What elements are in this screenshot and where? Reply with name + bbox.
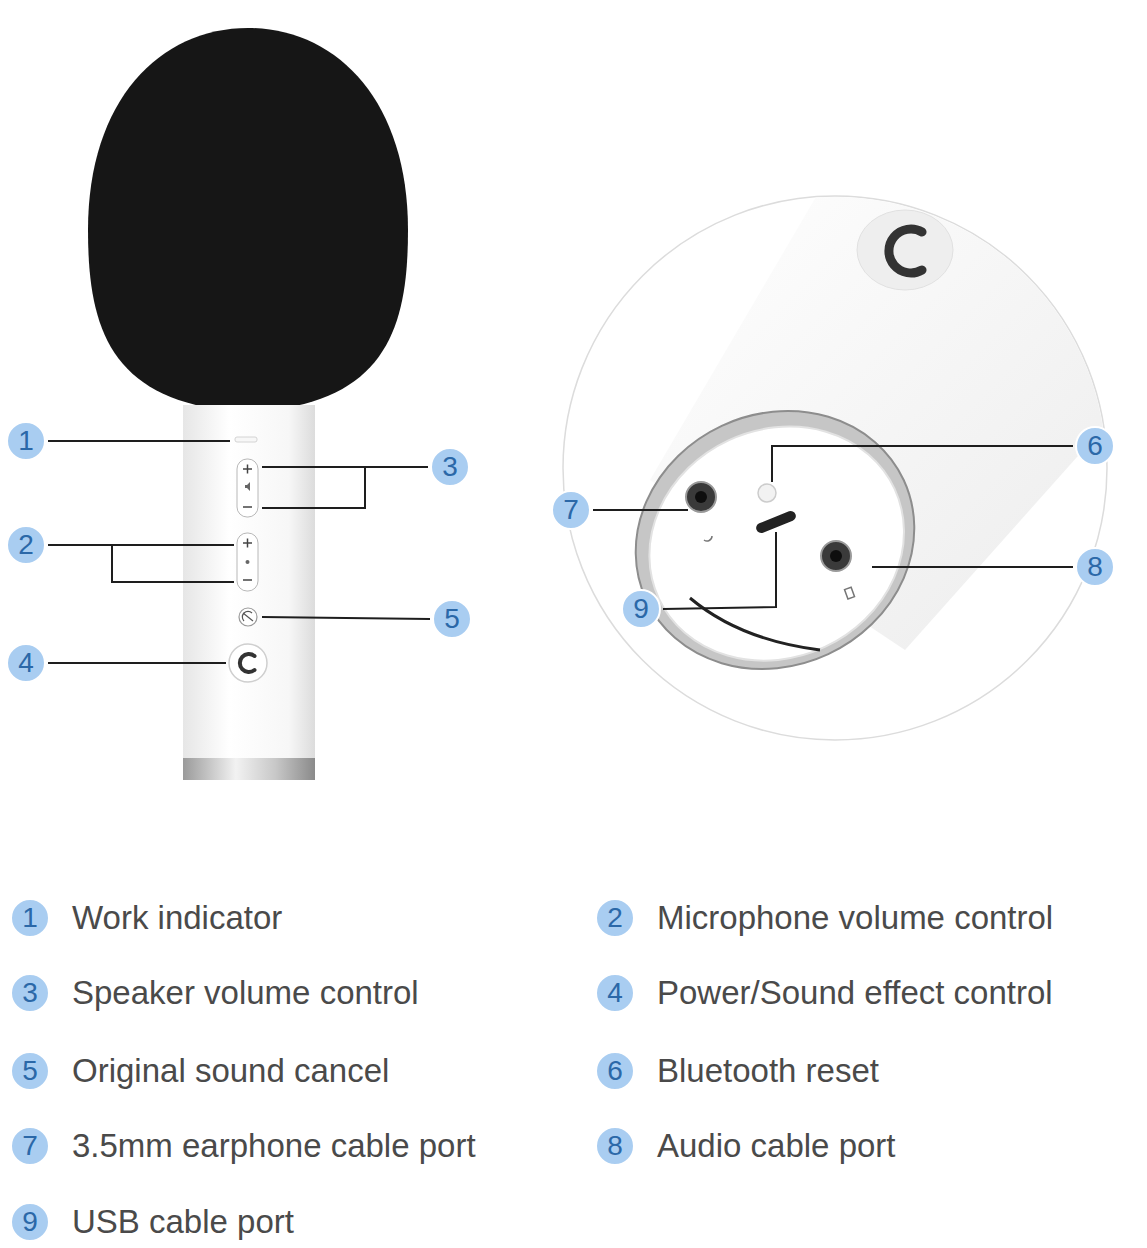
callout-circle: 4 (595, 973, 635, 1013)
callout-number: 4 (18, 649, 34, 677)
reset-button (758, 484, 776, 502)
leader-lines (48, 441, 430, 663)
phone-symbol (845, 587, 855, 599)
callout-number: 9 (633, 595, 649, 623)
part-description: USB cable port (72, 1202, 294, 1242)
callout-number: 2 (607, 904, 623, 932)
callout-number: 2 (6, 525, 46, 565)
callout-number: 8 (1075, 547, 1115, 587)
callout-number: 3 (430, 447, 470, 487)
part-description: Work indicator (72, 898, 282, 938)
callout-number: 8 (1087, 553, 1103, 581)
legend-item: 6 Bluetooth reset (595, 1051, 879, 1091)
callout-number: 1 (22, 904, 38, 932)
callout-number: 7 (563, 496, 579, 524)
legend-item: 5 Original sound cancel (10, 1051, 389, 1091)
minus-symbol (243, 506, 252, 508)
speaker-symbol (245, 482, 250, 491)
earphone-port-hole (695, 491, 707, 503)
callout-circle: 7 (10, 1126, 50, 1166)
callout-number: 3 (442, 453, 458, 481)
callout-number: 3 (22, 979, 38, 1007)
part-description: Power/Sound effect control (657, 973, 1053, 1013)
audio-port (821, 541, 851, 571)
callout-number: 6 (1087, 432, 1103, 460)
part-description: Speaker volume control (72, 973, 419, 1013)
callout-circle: 3 (10, 973, 50, 1013)
callout-number: 5 (432, 599, 472, 639)
face-edge (690, 598, 820, 650)
power-c-symbol (240, 654, 255, 672)
inset-c-symbol (889, 229, 922, 273)
callout-circle: 8 (595, 1126, 635, 1166)
callout-circle: 9 (10, 1202, 50, 1242)
callout-number: 8 (607, 1132, 623, 1160)
callout-number: 9 (22, 1208, 38, 1236)
legend-item: 7 3.5mm earphone cable port (10, 1126, 476, 1166)
callout-circle: 1 (10, 898, 50, 938)
part-description: Original sound cancel (72, 1051, 389, 1091)
part-description: Audio cable port (657, 1126, 896, 1166)
callout-number: 2 (18, 531, 34, 559)
earphone-port (686, 482, 716, 512)
callout-number: 1 (6, 421, 46, 461)
inset-face (611, 385, 943, 702)
legend-item: 1 Work indicator (10, 898, 282, 938)
callout-number: 6 (607, 1057, 623, 1085)
audio-port-hole (830, 550, 842, 562)
legend-item: 9 USB cable port (10, 1202, 294, 1242)
callout-circle: 5 (10, 1051, 50, 1091)
cancel-button (239, 608, 257, 626)
earphone-symbol (704, 536, 712, 541)
callout-number: 4 (607, 979, 623, 1007)
inset-button (857, 210, 953, 290)
mic-symbol (246, 560, 250, 564)
callout-number: 6 (1075, 426, 1115, 466)
power-button (229, 644, 267, 682)
button-pill (237, 533, 258, 591)
handle (183, 405, 315, 765)
handle-ring (183, 758, 315, 780)
inset-rim (593, 366, 957, 714)
minus-symbol (243, 579, 252, 581)
part-description: 3.5mm earphone cable port (72, 1126, 476, 1166)
legend-item: 3 Speaker volume control (10, 973, 419, 1013)
legend-item: 4 Power/Sound effect control (595, 973, 1053, 1013)
plus-symbol (243, 539, 252, 548)
legend-item: 8 Audio cable port (595, 1126, 896, 1166)
callout-number: 7 (22, 1132, 38, 1160)
foam-head (88, 28, 408, 412)
callout-number: 7 (551, 490, 591, 530)
leader-lines (593, 446, 1073, 609)
callout-number: 9 (621, 589, 661, 629)
button-pill (237, 459, 258, 517)
part-description: Bluetooth reset (657, 1051, 879, 1091)
callout-number: 5 (22, 1057, 38, 1085)
legend-item: 2 Microphone volume control (595, 898, 1053, 938)
callout-number: 4 (6, 643, 46, 683)
plus-symbol (243, 465, 252, 474)
indicator (235, 437, 257, 442)
callout-circle: 2 (595, 898, 635, 938)
callout-number: 1 (18, 427, 34, 455)
callout-circle: 6 (595, 1051, 635, 1091)
usb-port (755, 509, 798, 534)
part-description: Microphone volume control (657, 898, 1053, 938)
cancel-symbol (242, 611, 253, 621)
callout-number: 5 (444, 605, 460, 633)
